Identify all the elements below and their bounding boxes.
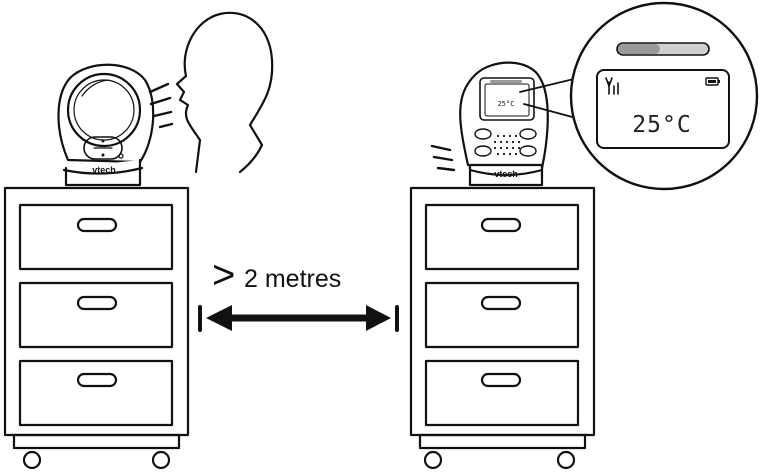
- parent-unit: 25°C vtech: [460, 63, 548, 185]
- parent-unit-screen-temperature: 25°C: [498, 100, 515, 108]
- alert-sound-lines: [432, 146, 454, 170]
- right-cabinet-wheel: [558, 452, 574, 468]
- distance-label: 2 metres: [244, 265, 341, 293]
- left-cabinet-wheel: [153, 452, 169, 468]
- baby-unit-brand: vtech: [92, 165, 116, 175]
- right-cabinet-wheel: [425, 452, 441, 468]
- zoom-temperature-readout: 25°C: [632, 112, 691, 138]
- distance-indicator: [200, 305, 397, 331]
- speaking-person: [177, 13, 272, 172]
- left-cabinet-wheel: [24, 452, 40, 468]
- arrow-head-left: [206, 305, 232, 331]
- zoom-callout: 25°C: [520, 3, 757, 189]
- right-cabinet: [411, 188, 594, 468]
- arrow-head-right: [366, 305, 391, 331]
- baby-unit: vtech: [58, 65, 153, 185]
- left-cabinet: [5, 188, 188, 468]
- greater-than-symbol: >: [212, 253, 235, 297]
- parent-unit-brand: vtech: [494, 169, 518, 179]
